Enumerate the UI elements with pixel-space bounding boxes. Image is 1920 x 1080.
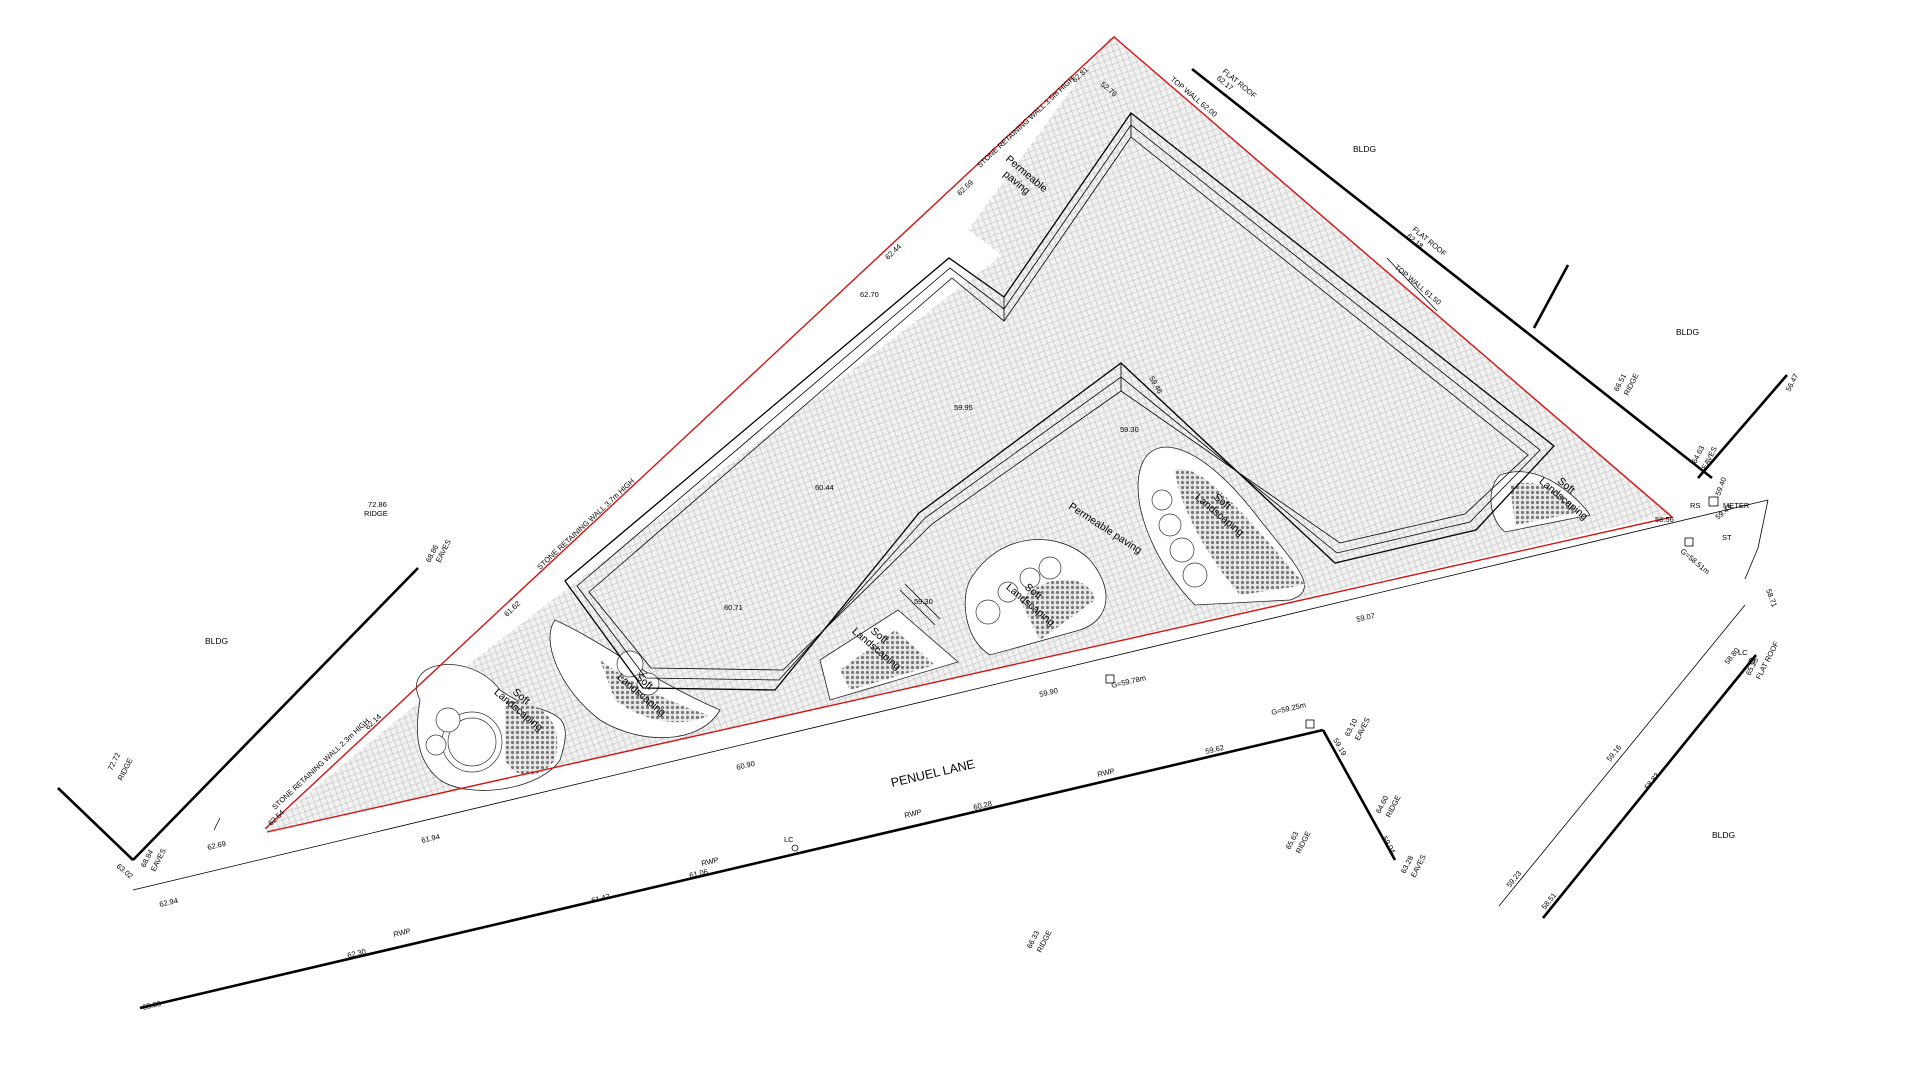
meter-label: METER bbox=[1723, 501, 1750, 510]
level-58-71: 58.71 bbox=[1764, 588, 1779, 609]
level-60-90: 60.90 bbox=[735, 759, 755, 772]
gully-3 bbox=[1684, 537, 1694, 547]
level-59-95: 59.95 bbox=[954, 403, 973, 412]
bldg-label-north: BLDG bbox=[1353, 144, 1376, 154]
ridge-label-1: RIDGE bbox=[364, 509, 388, 518]
g-59-25: G=59.25m bbox=[1270, 700, 1306, 717]
lc-marker-1 bbox=[791, 844, 799, 852]
building-outline bbox=[564, 112, 1555, 691]
level-61-94: 61.94 bbox=[420, 832, 440, 845]
gully-2 bbox=[1305, 719, 1315, 729]
st-label: ST bbox=[1722, 533, 1732, 542]
level-63-03: 63.03 bbox=[141, 999, 161, 1012]
bldg-label-southeast: BLDG bbox=[1712, 830, 1735, 840]
level-59-30-a: 59.30 bbox=[1120, 425, 1139, 434]
level-63-02: 63.02 bbox=[115, 862, 135, 881]
rs-label: RS bbox=[1690, 501, 1700, 510]
gully-1 bbox=[1105, 674, 1115, 684]
level-62-70: 62.70 bbox=[860, 290, 879, 299]
level-60-28: 60.28 bbox=[972, 799, 992, 812]
level-59-62: 59.62 bbox=[1204, 743, 1224, 756]
street-name: PENUEL LANE bbox=[890, 757, 977, 790]
level-60-44: 60.44 bbox=[815, 483, 834, 492]
neighbour-building-lines bbox=[57, 67, 1788, 1010]
level-62-94: 62.94 bbox=[158, 896, 178, 909]
lc-label-1: LC bbox=[784, 835, 794, 844]
level-60-71: 60.71 bbox=[724, 603, 743, 612]
level-59-30-b: 59.30 bbox=[914, 597, 933, 606]
lc-label-2: LC bbox=[1738, 648, 1748, 657]
spot-72-86: 72.86 bbox=[368, 500, 387, 509]
level-62-30: 62.30 bbox=[346, 947, 366, 960]
g-58-51: G=58.51m bbox=[1679, 547, 1712, 577]
level-61-62: 61.62 bbox=[502, 599, 522, 618]
level-59-19: 59.19 bbox=[1331, 737, 1348, 758]
level-59-07: 59.07 bbox=[1355, 611, 1375, 624]
rwp-label-1: RWP bbox=[392, 926, 411, 939]
level-58-56: 58.56 bbox=[1655, 515, 1674, 524]
level-59-40: 59.40 bbox=[1713, 476, 1728, 497]
level-59-90: 59.90 bbox=[1038, 686, 1058, 699]
level-61-06: 61.06 bbox=[688, 867, 708, 880]
paved-site-area bbox=[265, 37, 1671, 833]
site-boundary bbox=[265, 36, 1674, 833]
rwp-label-3: RWP bbox=[903, 807, 922, 820]
level-59-04: 59.04 bbox=[1380, 835, 1397, 856]
soft-landscaping-areas bbox=[416, 446, 1591, 791]
level-62-44: 62.44 bbox=[883, 242, 903, 261]
level-62-59: 62.59 bbox=[955, 178, 975, 197]
lc-marker-2 bbox=[1748, 657, 1756, 665]
level-59-16: 59.16 bbox=[1605, 743, 1624, 763]
level-62-69: 62.69 bbox=[206, 839, 226, 852]
rwp-label-2: RWP bbox=[700, 855, 719, 868]
bldg-label-east: BLDG bbox=[1676, 327, 1699, 337]
bldg-label-west: BLDG bbox=[205, 636, 228, 646]
rwp-label-4: RWP bbox=[1096, 766, 1115, 779]
meter-box bbox=[1708, 496, 1719, 507]
g-59-78: G=59.78m bbox=[1110, 673, 1146, 690]
level-61-47: 61.47 bbox=[590, 892, 610, 905]
